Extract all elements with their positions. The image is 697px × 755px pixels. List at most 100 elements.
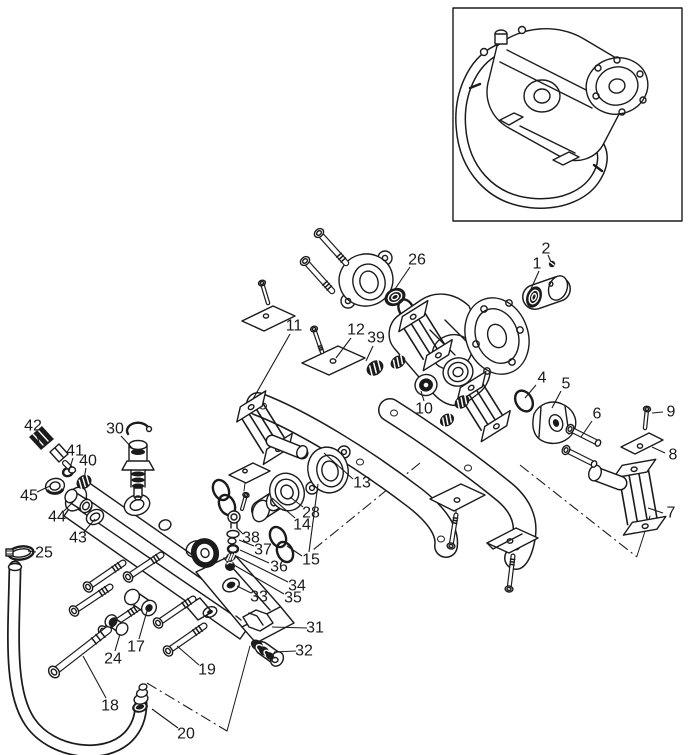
callout-7-leader xyxy=(647,507,664,514)
o-ring-4 xyxy=(513,389,535,413)
callout-15-leader xyxy=(286,545,303,557)
callout-10: 10 xyxy=(415,401,433,418)
washer-37 xyxy=(226,529,240,539)
callout-9-leader xyxy=(651,411,664,414)
callout-14: 14 xyxy=(293,517,311,534)
callout-18-leader xyxy=(82,655,107,699)
callout-5-leader xyxy=(551,390,562,409)
callout-15-leader xyxy=(308,483,319,553)
pump-head-group xyxy=(185,553,295,667)
callout-25-leader xyxy=(27,550,37,553)
callout-44-leader xyxy=(63,499,76,512)
callout-2: 2 xyxy=(542,241,551,258)
callout-20-leader xyxy=(151,708,179,729)
seat-43 xyxy=(85,508,105,526)
callout-33-leader xyxy=(236,585,252,594)
callout-13-leader xyxy=(323,452,354,480)
valve-cover-plates xyxy=(228,305,539,554)
callout-18: 18 xyxy=(101,698,119,715)
callout-6: 6 xyxy=(593,406,602,423)
callout-2-leader xyxy=(547,254,552,263)
callout-19-leader xyxy=(176,645,200,666)
callout-45: 45 xyxy=(20,488,38,505)
callout-19: 19 xyxy=(198,662,216,679)
callout-43-leader xyxy=(83,518,96,533)
callout-26: 26 xyxy=(408,252,426,269)
callout-40: 40 xyxy=(79,453,97,470)
callout-43: 43 xyxy=(69,530,87,547)
callout-37: 37 xyxy=(254,542,272,559)
callout-32: 32 xyxy=(295,643,313,660)
callout-11-leader xyxy=(252,333,291,400)
check-valve-stack xyxy=(225,510,241,571)
callout-25: 25 xyxy=(35,545,53,562)
callout-7: 7 xyxy=(667,505,676,522)
left-fittings-group xyxy=(29,425,105,526)
callout-10-leader xyxy=(420,390,425,402)
callout-42: 42 xyxy=(24,418,42,435)
hose-clamp-25 xyxy=(5,545,35,561)
callout-6-leader xyxy=(580,420,593,438)
callout-33: 33 xyxy=(250,589,268,606)
callout-41: 41 xyxy=(66,443,84,460)
inset-assembled-view xyxy=(452,7,683,222)
callout-36-leader xyxy=(239,549,270,564)
callout-15: 15 xyxy=(302,552,320,569)
callout-39: 39 xyxy=(367,330,385,347)
callout-24: 24 xyxy=(104,651,122,668)
callout-24-leader xyxy=(114,633,121,652)
callout-8-leader xyxy=(651,446,666,454)
callout-1: 1 xyxy=(533,256,542,273)
callout-34-leader xyxy=(235,555,289,583)
callout-17-leader xyxy=(138,610,148,640)
callout-28-leader xyxy=(289,496,304,508)
callout-17: 17 xyxy=(127,639,145,656)
callout-20: 20 xyxy=(177,726,195,743)
callout-28: 28 xyxy=(302,505,320,522)
callout-39-leader xyxy=(365,345,374,362)
callout-11: 11 xyxy=(286,318,303,335)
o-ring-15 xyxy=(268,525,288,549)
callout-5: 5 xyxy=(562,376,571,393)
callout-38-leader xyxy=(236,527,244,535)
callout-35-leader xyxy=(233,564,285,595)
callout-41-leader xyxy=(68,457,74,472)
o-ring-36 xyxy=(226,544,240,555)
callout-42-leader xyxy=(35,432,40,443)
callout-13: 13 xyxy=(353,475,371,492)
elbow-31 xyxy=(242,609,274,632)
callout-30: 30 xyxy=(106,421,124,438)
callout-32-leader xyxy=(273,650,297,653)
callout-45-leader xyxy=(36,485,51,493)
callout-4-leader xyxy=(524,384,537,399)
callout-8: 8 xyxy=(669,447,678,464)
callout-44: 44 xyxy=(48,509,66,526)
callout-26-leader xyxy=(394,266,411,290)
callout-40-leader xyxy=(83,467,87,480)
callout-30-leader xyxy=(120,435,134,450)
callout-35: 35 xyxy=(284,590,302,607)
bypass-hose-group xyxy=(7,560,149,755)
callout-36: 36 xyxy=(270,559,288,576)
callout-38: 38 xyxy=(242,530,260,547)
mounting-bracket-straps xyxy=(246,392,537,570)
bearing-cover-collar-group xyxy=(338,250,415,320)
poppet-38 xyxy=(227,510,241,524)
thermal-valve-42 xyxy=(29,426,54,450)
callout-31-leader xyxy=(271,626,308,629)
pump-flange xyxy=(464,297,530,375)
plate-8 xyxy=(620,432,664,455)
callout-14-leader xyxy=(271,497,296,519)
callout-34: 34 xyxy=(288,578,306,595)
callout-4: 4 xyxy=(538,370,547,387)
callout-9: 9 xyxy=(667,404,676,421)
callout-31: 31 xyxy=(306,620,324,637)
right-valve-kit-group xyxy=(513,389,664,455)
hardware-parts-layer xyxy=(47,227,667,679)
callout-1-leader xyxy=(530,270,540,290)
unloader-valve-30 xyxy=(121,421,155,501)
callout-12-leader xyxy=(335,337,352,359)
